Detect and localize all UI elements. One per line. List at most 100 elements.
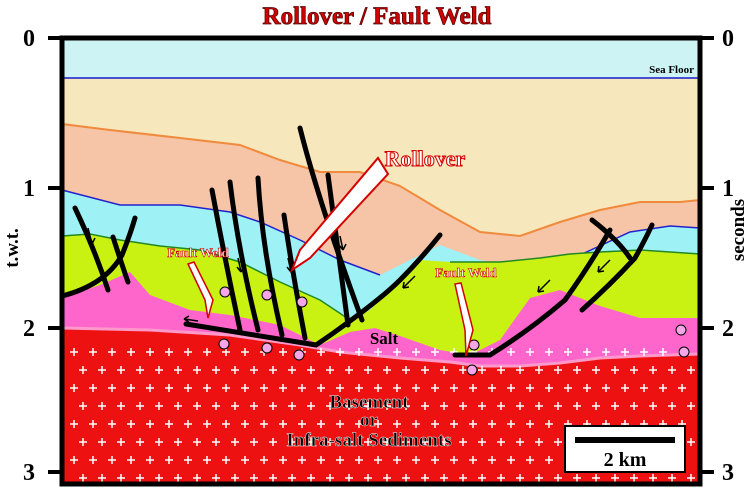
basement-cross [459, 366, 467, 374]
basement-cross [526, 348, 534, 356]
basement-cross [269, 438, 277, 446]
basement-cross [70, 420, 78, 428]
slip-arrow [87, 227, 96, 245]
basement-cross [89, 384, 97, 392]
right-tick-label: 3 [722, 460, 734, 486]
basement-cross [79, 366, 87, 374]
basement-cross [535, 402, 543, 410]
left-tick-label: 1 [23, 176, 35, 202]
basement-cross [184, 348, 192, 356]
weld-points [218, 286, 690, 376]
basement-cross [459, 402, 467, 410]
basement-cross [440, 438, 448, 446]
basement-cross [146, 420, 154, 428]
basement-cross [535, 438, 543, 446]
basement-cross [507, 456, 515, 464]
basement-cross [497, 366, 505, 374]
basement-cross [98, 366, 106, 374]
basement-cross [193, 402, 201, 410]
basement-cross [488, 456, 496, 464]
basement-cross [174, 402, 182, 410]
basement-cross [355, 456, 363, 464]
basement-cross [127, 420, 135, 428]
basement-cross [412, 384, 420, 392]
basement-cross [117, 438, 125, 446]
basement-cross [155, 402, 163, 410]
basement-cross [383, 402, 391, 410]
basement-cross [573, 366, 581, 374]
basement-cross [554, 438, 562, 446]
weld-circle [293, 349, 305, 361]
basement-cross [497, 438, 505, 446]
basement-cross [222, 456, 230, 464]
left-axis-title: t.w.t. [2, 228, 23, 268]
basement-cross [336, 420, 344, 428]
basement-cross [117, 474, 125, 482]
basement-cross [336, 456, 344, 464]
basement-label: Basement or Infra-salt Sediments [286, 392, 452, 451]
fault-right-2 [579, 222, 655, 313]
fault-rollover-main [183, 232, 443, 348]
basement-cross [108, 456, 116, 464]
basement-cross [307, 438, 315, 446]
basement-cross [621, 348, 629, 356]
fault-f [325, 172, 351, 328]
basement-cross [165, 348, 173, 356]
basement-cross [659, 384, 667, 392]
basement-cross [678, 384, 686, 392]
section-panel [61, 38, 701, 484]
basement-cross [307, 402, 315, 410]
basement-cross [307, 366, 315, 374]
basement-cross [231, 402, 239, 410]
basement-cross [155, 366, 163, 374]
basement-cross [212, 474, 220, 482]
basement-cross [127, 456, 135, 464]
basement-cross [136, 474, 144, 482]
basement-cross [564, 348, 572, 356]
basement-cross [345, 438, 353, 446]
weld-circle [678, 346, 690, 358]
orange-layer-top [61, 123, 701, 238]
basement-cross [583, 384, 591, 392]
slip-arrow [338, 235, 347, 251]
basement-cross [412, 420, 420, 428]
basement-cross [431, 420, 439, 428]
basement-cross [231, 438, 239, 446]
fault-a [209, 187, 243, 333]
basement-cross [440, 402, 448, 410]
basement-cross [174, 474, 182, 482]
basement-cross [592, 474, 600, 482]
basement-cross [317, 348, 325, 356]
basement-cross [317, 384, 325, 392]
weld-circle [261, 289, 273, 301]
right-tick-label: 0 [722, 26, 734, 52]
basement-cross [117, 402, 125, 410]
basement-cross [630, 366, 638, 374]
basement-cross [89, 456, 97, 464]
basement-cross [383, 366, 391, 374]
weld-circle [261, 342, 273, 354]
basement-cross [146, 348, 154, 356]
basement-cross [545, 384, 553, 392]
basement-cross [687, 402, 695, 410]
basement-cross [393, 348, 401, 356]
basement-cross [573, 474, 581, 482]
basement-cross [212, 438, 220, 446]
basement-label-line2: or [360, 410, 379, 431]
basement-cross [469, 420, 477, 428]
basement-cross [317, 420, 325, 428]
sea-floor-label: Sea Floor [649, 64, 694, 76]
basement-cross [431, 456, 439, 464]
basement-cross [241, 384, 249, 392]
basement-cross [260, 456, 268, 464]
basement-cross [117, 366, 125, 374]
basement-cross [583, 348, 591, 356]
basement-cross [611, 402, 619, 410]
basement-cross [621, 384, 629, 392]
basement-cross [421, 402, 429, 410]
basement-cross [611, 474, 619, 482]
basement-cross [450, 420, 458, 428]
fault-left-2 [110, 234, 131, 285]
fault-group [59, 125, 655, 358]
